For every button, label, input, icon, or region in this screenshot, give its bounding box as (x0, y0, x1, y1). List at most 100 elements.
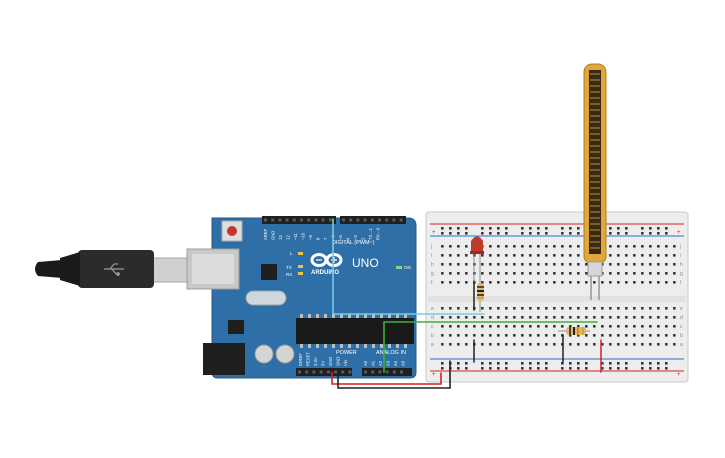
breadboard-hole[interactable] (665, 367, 668, 370)
flex-sensor[interactable] (583, 63, 607, 300)
breadboard-hole[interactable] (561, 367, 564, 370)
breadboard-hole[interactable] (665, 325, 668, 328)
breadboard-hole[interactable] (481, 227, 484, 230)
breadboard-hole[interactable] (537, 334, 540, 337)
breadboard-hole[interactable] (577, 272, 580, 275)
wire-cyan-pin9[interactable] (332, 218, 485, 315)
breadboard-hole[interactable] (497, 343, 500, 346)
breadboard-hole[interactable] (441, 272, 444, 275)
breadboard-hole[interactable] (649, 232, 652, 235)
breadboard-hole[interactable] (473, 316, 476, 319)
breadboard-hole[interactable] (457, 325, 460, 328)
breadboard-hole[interactable] (649, 325, 652, 328)
breadboard-hole[interactable] (481, 325, 484, 328)
breadboard-hole[interactable] (529, 254, 532, 257)
breadboard-hole[interactable] (537, 245, 540, 248)
resistor-flex[interactable] (558, 327, 590, 335)
breadboard-hole[interactable] (649, 343, 652, 346)
breadboard-hole[interactable] (537, 272, 540, 275)
breadboard-hole[interactable] (449, 245, 452, 248)
breadboard-hole[interactable] (537, 367, 540, 370)
header-hole[interactable] (400, 370, 403, 374)
breadboard-hole[interactable] (521, 316, 524, 319)
breadboard-hole[interactable] (497, 281, 500, 284)
breadboard-hole[interactable] (673, 343, 676, 346)
breadboard-hole[interactable] (545, 316, 548, 319)
breadboard-hole[interactable] (441, 316, 444, 319)
breadboard-hole[interactable] (481, 232, 484, 235)
breadboard-hole[interactable] (673, 334, 676, 337)
breadboard-hole[interactable] (465, 367, 468, 370)
breadboard-hole[interactable] (545, 325, 548, 328)
breadboard-hole[interactable] (673, 307, 676, 310)
breadboard-hole[interactable] (673, 245, 676, 248)
breadboard-hole[interactable] (593, 325, 596, 328)
breadboard-hole[interactable] (673, 263, 676, 266)
breadboard-hole[interactable] (513, 272, 516, 275)
breadboard-hole[interactable] (449, 272, 452, 275)
header-hole[interactable] (285, 218, 289, 222)
breadboard-hole[interactable] (657, 334, 660, 337)
breadboard-hole[interactable] (513, 334, 516, 337)
breadboard-hole[interactable] (649, 272, 652, 275)
breadboard-hole[interactable] (457, 281, 460, 284)
breadboard-hole[interactable] (513, 343, 516, 346)
breadboard-hole[interactable] (553, 254, 556, 257)
breadboard-hole[interactable] (609, 227, 612, 230)
breadboard-hole[interactable] (569, 227, 572, 230)
breadboard-hole[interactable] (577, 245, 580, 248)
breadboard-hole[interactable] (513, 281, 516, 284)
breadboard-hole[interactable] (641, 263, 644, 266)
header-hole[interactable] (271, 218, 275, 222)
breadboard-hole[interactable] (609, 232, 612, 235)
breadboard-hole[interactable] (585, 316, 588, 319)
breadboard-hole[interactable] (577, 316, 580, 319)
breadboard-hole[interactable] (569, 232, 572, 235)
breadboard-hole[interactable] (465, 307, 468, 310)
breadboard-hole[interactable] (537, 227, 540, 230)
breadboard-hole[interactable] (457, 334, 460, 337)
breadboard-hole[interactable] (521, 367, 524, 370)
breadboard-hole[interactable] (497, 307, 500, 310)
breadboard-hole[interactable] (441, 307, 444, 310)
breadboard-hole[interactable] (641, 254, 644, 257)
breadboard-hole[interactable] (625, 245, 628, 248)
header-hole[interactable] (392, 218, 396, 222)
breadboard-hole[interactable] (609, 334, 612, 337)
breadboard-hole[interactable] (529, 307, 532, 310)
breadboard-hole[interactable] (641, 245, 644, 248)
breadboard-hole[interactable] (625, 325, 628, 328)
breadboard-hole[interactable] (633, 254, 636, 257)
breadboard-hole[interactable] (489, 316, 492, 319)
breadboard-hole[interactable] (617, 272, 620, 275)
breadboard-hole[interactable] (633, 325, 636, 328)
breadboard-hole[interactable] (489, 334, 492, 337)
header-hole[interactable] (328, 218, 332, 222)
breadboard-hole[interactable] (497, 362, 500, 365)
breadboard-hole[interactable] (585, 307, 588, 310)
breadboard-hole[interactable] (657, 254, 660, 257)
breadboard-hole[interactable] (521, 272, 524, 275)
breadboard-hole[interactable] (441, 367, 444, 370)
breadboard-hole[interactable] (569, 263, 572, 266)
breadboard-hole[interactable] (529, 245, 532, 248)
breadboard-hole[interactable] (465, 263, 468, 266)
breadboard-hole[interactable] (625, 343, 628, 346)
header-hole[interactable] (300, 218, 303, 222)
breadboard-hole[interactable] (529, 325, 532, 328)
breadboard-hole[interactable] (569, 245, 572, 248)
breadboard-hole[interactable] (585, 263, 588, 266)
breadboard-hole[interactable] (561, 307, 564, 310)
breadboard-hole[interactable] (537, 362, 540, 365)
breadboard-hole[interactable] (545, 263, 548, 266)
breadboard-hole[interactable] (489, 263, 492, 266)
breadboard-hole[interactable] (481, 343, 484, 346)
breadboard-hole[interactable] (665, 227, 668, 230)
breadboard-hole[interactable] (521, 307, 524, 310)
breadboard-hole[interactable] (465, 254, 468, 257)
breadboard-hole[interactable] (585, 343, 588, 346)
header-hole[interactable] (370, 218, 374, 222)
breadboard-hole[interactable] (641, 367, 644, 370)
breadboard-hole[interactable] (617, 362, 620, 365)
breadboard-hole[interactable] (481, 272, 484, 275)
